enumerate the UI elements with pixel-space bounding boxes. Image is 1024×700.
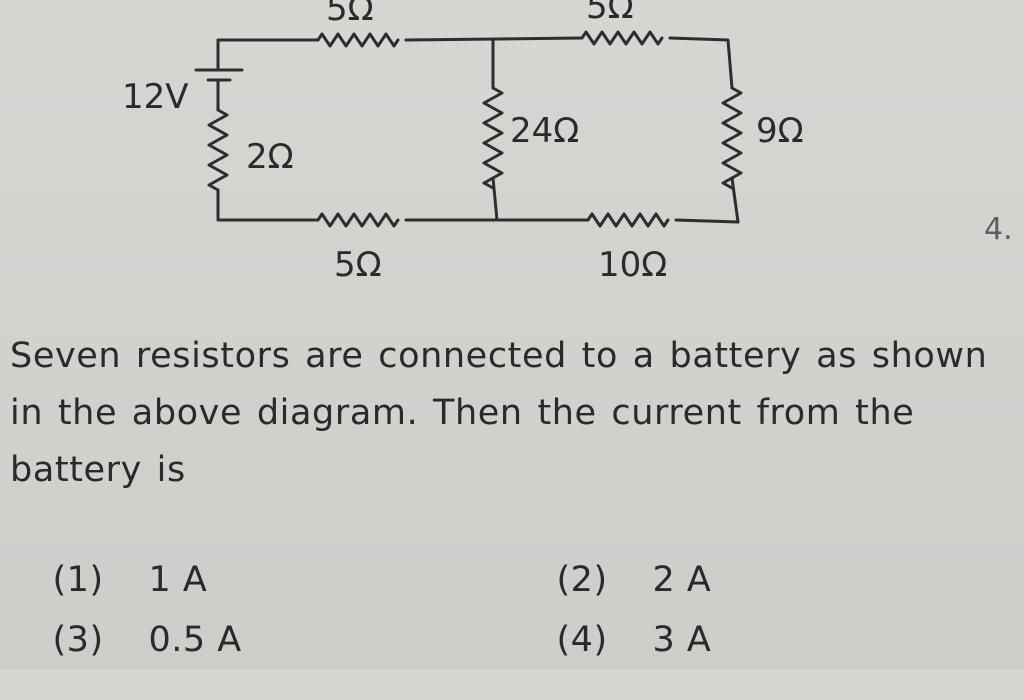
option-1-text: 1 A xyxy=(148,560,208,600)
label-right-resistor: 9Ω xyxy=(756,111,804,151)
option-4-text: 3 A xyxy=(652,620,712,660)
resistor-bottom-left-5ohm xyxy=(316,212,400,228)
option-2[interactable]: (2) 2 A xyxy=(510,520,711,640)
label-bottom-right-resistor: 10Ω xyxy=(598,245,667,285)
resistor-top-left-5ohm xyxy=(316,32,400,48)
label-top-left-resistor: 5Ω xyxy=(326,0,374,29)
wire-right-lower xyxy=(730,176,740,224)
wire-bottom-right xyxy=(674,218,740,224)
option-4[interactable]: (4) 3 A xyxy=(510,580,711,700)
wire-left-lower xyxy=(216,188,320,222)
option-3-text: 0.5 A xyxy=(148,620,242,660)
battery-label: 12V xyxy=(122,77,189,117)
label-middle-resistor: 24Ω xyxy=(510,111,579,151)
resistor-left-2ohm xyxy=(207,108,229,192)
label-left-resistor: 2Ω xyxy=(246,137,294,177)
resistor-middle-24ohm xyxy=(482,86,504,190)
label-bottom-left-resistor: 5Ω xyxy=(334,245,382,285)
option-1[interactable]: (1) 1 A xyxy=(6,520,207,640)
option-3[interactable]: (3) 0.5 A xyxy=(6,580,242,700)
question-text: Seven resistors are connected to a batte… xyxy=(10,336,988,490)
option-3-number: (3) xyxy=(52,620,104,660)
label-top-right-resistor: 5Ω xyxy=(586,0,634,27)
wire-top-right xyxy=(668,36,734,90)
option-1-number: (1) xyxy=(52,560,104,600)
option-4-number: (4) xyxy=(556,620,608,660)
wire-mid-lower xyxy=(491,176,499,222)
resistor-top-right-5ohm xyxy=(580,30,664,46)
circuit-diagram: 12V 5Ω 5Ω 2Ω 24Ω 9Ω 5Ω 10Ω xyxy=(122,0,804,285)
wire-left-upper xyxy=(216,38,320,72)
resistor-right-9ohm xyxy=(721,86,743,190)
question-page: 12V 5Ω 5Ω 2Ω 24Ω 9Ω 5Ω 10Ω 4. Seven resi… xyxy=(6,0,1013,660)
question-number: 4. xyxy=(984,212,1013,247)
option-2-text: 2 A xyxy=(652,560,712,600)
resistor-bottom-right-10ohm xyxy=(586,212,670,228)
option-2-number: (2) xyxy=(556,560,608,600)
